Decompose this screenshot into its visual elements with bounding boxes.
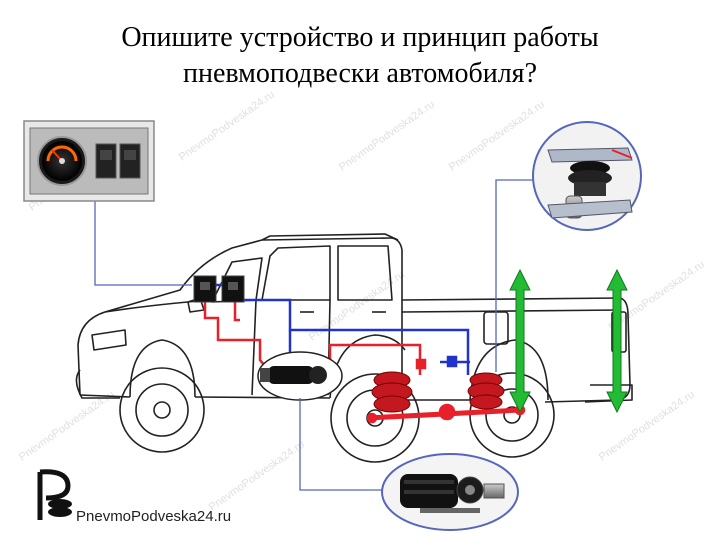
title-line-2: пневмоподвески автомобиля? xyxy=(183,58,537,89)
green-height-arrow-2 xyxy=(606,268,628,414)
compressor-inset xyxy=(381,453,519,531)
air-spring-mount-inset xyxy=(532,121,642,231)
air-spring-icon xyxy=(568,161,612,196)
green-height-arrow-1 xyxy=(509,268,531,414)
control-switches xyxy=(193,275,245,303)
slide-title: Опишите устройство и принцип работы пнев… xyxy=(40,20,680,92)
title-line-1: Опишите устройство и принцип работы xyxy=(121,22,599,53)
compressor-highlight xyxy=(257,351,343,401)
pressure-gauge-icon xyxy=(37,136,87,186)
panel-switches xyxy=(95,143,141,179)
compressor-icon xyxy=(400,474,505,513)
site-logo-icon xyxy=(37,469,72,520)
rear-air-spring-right xyxy=(467,372,505,410)
leader-lines xyxy=(94,179,540,491)
site-brand-label: PnevmoPodveska24.ru xyxy=(76,508,232,525)
gauge-panel-inset xyxy=(23,120,155,202)
front-wheel xyxy=(119,367,205,453)
pickup-truck-outline xyxy=(75,233,633,403)
rear-air-spring-left xyxy=(371,371,413,413)
